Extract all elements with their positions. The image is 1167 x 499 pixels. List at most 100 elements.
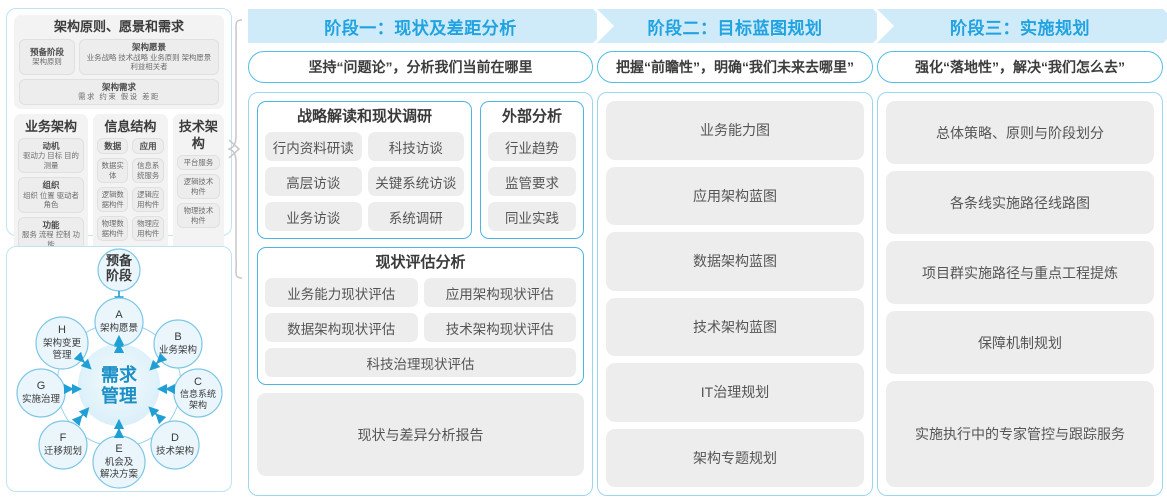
architecture-vision-cell: 架构愿景 业务战略 技术战略 业务原则 架构愿景 利益相关者 (79, 39, 219, 75)
cycle-node-d (150, 420, 200, 470)
implementation-item[interactable]: 各条线实施路径线路图 (886, 171, 1154, 234)
prep-vision-row: 预备阶段 架构原则 架构愿景 业务战略 技术战略 业务原则 架构愿景 利益相关者 (19, 39, 219, 75)
cycle-node-c-letter: C (194, 376, 202, 388)
phase-3-subtitle: 强化“落地性”，解决“我们怎么去” (877, 51, 1163, 83)
physical-technology-component-cell: 物理技术构件 (176, 203, 220, 228)
assessment-item[interactable]: 应用架构现状评估 (423, 278, 576, 307)
cycle-node-a-letter: A (115, 309, 123, 321)
organization-cell: 组织 组织 位置 驱动者 角色 (18, 177, 84, 213)
organization-head: 组织 (42, 180, 60, 190)
togaf-content-framework-panel: 架构原则、愿景和需求 预备阶段 架构原则 架构愿景 业务战略 技术战略 业务原则… (6, 8, 232, 307)
cycle-node-d-letter: D (171, 432, 179, 444)
phase-3-header: 阶段三：实施规划 (877, 9, 1167, 43)
cycle-node-e-letter: E (115, 443, 122, 455)
cycle-node-e-label2: 解决方案 (100, 468, 139, 480)
business-architecture-title: 业务架构 (24, 118, 77, 134)
logical-technology-component-sub: 逻辑技术构件 (183, 177, 214, 196)
physical-application-component-cell: 物理应用构件 (132, 216, 164, 241)
data-entity-cell: 数据实体 (97, 158, 129, 183)
business-architecture-pillar: 业务架构 动机 驱动力 目标 目的 测量 组织 组织 位置 驱动者 角色 功能 … (14, 113, 88, 257)
cycle-node-f-letter: F (60, 432, 67, 444)
cycle-node-b-label: 业务架构 (159, 344, 197, 356)
survey-item[interactable]: 科技访谈 (367, 132, 464, 161)
cycle-node-d-label: 技术架构 (156, 445, 194, 457)
motivation-cell: 动机 驱动力 目标 目的 测量 (18, 137, 84, 173)
gap-analysis-report-pill[interactable]: 现状与差异分析报告 (257, 393, 584, 476)
architecture-principles-group: 架构原则、愿景和需求 预备阶段 架构原则 架构愿景 业务战略 技术战略 业务原则… (14, 15, 224, 109)
information-system-service-sub: 信息系统服务 (137, 161, 160, 180)
phase-1-top-row: 战略解读和现状调研 行内资料研读 科技访谈 高层访谈 关键系统访谈 业务访谈 系… (257, 101, 584, 239)
organization-sub: 组织 位置 驱动者 角色 (23, 190, 79, 210)
survey-item[interactable]: 系统调研 (367, 202, 464, 231)
blueprint-item[interactable]: 业务能力图 (606, 101, 864, 160)
blueprint-item[interactable]: 应用架构蓝图 (606, 166, 864, 225)
external-analysis-title: 外部分析 (501, 108, 562, 125)
implementation-item[interactable]: 实施执行中的专家管控与跟踪服务 (886, 381, 1154, 487)
implementation-item[interactable]: 保障机制规划 (886, 311, 1154, 374)
cycle-spokes (63, 334, 176, 439)
blueprint-item[interactable]: 数据架构蓝图 (606, 232, 864, 291)
adm-cycle-panel: 预备 阶段 需求 管理 A 架构愿景 B 业务架构 C 信息系统 架构 D (6, 246, 232, 492)
phase-3-body: 总体策略、原则与阶段划分 各条线实施路径线路图 项目群实施路径与重点工程提炼 保… (877, 92, 1163, 496)
motivation-head: 动机 (42, 140, 60, 151)
cycle-node-a-label: 架构愿景 (100, 322, 138, 334)
current-state-assessment-title: 现状评估分析 (375, 254, 466, 271)
cycle-node-e-label1: 机会及 (105, 456, 134, 468)
implementation-item[interactable]: 总体策略、原则与阶段划分 (886, 101, 1154, 164)
phase-column-2: 阶段二：目标蓝图规划 把握“前瞻性”，明确“我们未来去哪里” 业务能力图 应用架… (597, 0, 890, 496)
logical-data-component-sub: 逻辑数据构件 (101, 190, 124, 209)
cycle-center-line1: 需求 (101, 364, 138, 385)
architecture-requirement-head: 架构需求 (101, 81, 136, 92)
external-analysis-box: 外部分析 行业趋势 监管要求 同业实践 (480, 101, 584, 239)
cycle-node-h-label2: 管理 (52, 349, 72, 361)
architecture-pillars-row: 业务架构 动机 驱动力 目标 目的 测量 组织 组织 位置 驱动者 角色 功能 … (14, 113, 224, 257)
preliminary-phase-cell: 预备阶段 架构原则 (19, 39, 75, 75)
function-sub: 服务 流程 控制 功能 (22, 230, 80, 249)
blueprint-item[interactable]: 架构专题规划 (606, 428, 864, 487)
left-reference-column: 架构原则、愿景和需求 预备阶段 架构原则 架构愿景 业务战略 技术战略 业务原则… (6, 8, 232, 492)
information-system-service-cell: 信息系统服务 (132, 158, 164, 183)
cycle-node-h-label1: 架构变更 (43, 337, 82, 349)
phase-1-body: 战略解读和现状调研 行内资料研读 科技访谈 高层访谈 关键系统访谈 业务访谈 系… (248, 92, 593, 496)
survey-item[interactable]: 关键系统访谈 (367, 167, 464, 196)
brace-connector-icon (228, 19, 243, 279)
cycle-node-f (38, 420, 88, 470)
cycle-node-b (153, 319, 203, 369)
preliminary-phase-sub: 架构原则 (32, 57, 62, 67)
preliminary-phase-head: 预备阶段 (29, 46, 64, 57)
implementation-item[interactable]: 项目群实施路径与重点工程提炼 (886, 241, 1154, 304)
external-item[interactable]: 监管要求 (488, 167, 576, 196)
assessment-items: 业务能力现状评估 应用架构现状评估 数据架构现状评估 技术架构现状评估 (265, 278, 576, 342)
assessment-item[interactable]: 业务能力现状评估 (265, 278, 418, 307)
logical-application-component-sub: 逻辑应用构件 (137, 190, 160, 209)
external-item[interactable]: 同业实践 (488, 202, 576, 231)
blueprint-item[interactable]: 技术架构蓝图 (606, 297, 864, 356)
technology-architecture-title: 技术架构 (178, 118, 218, 151)
assessment-item[interactable]: 数据架构现状评估 (265, 313, 418, 342)
survey-item[interactable]: 行内资料研读 (265, 132, 362, 161)
application-head: 应用 (139, 140, 157, 151)
phase-1-subtitle: 坚持“问题论”，分析我们当前在哪里 (248, 51, 593, 83)
survey-item[interactable]: 高层访谈 (265, 167, 362, 196)
external-item[interactable]: 行业趋势 (488, 132, 576, 161)
assessment-item[interactable]: 技术架构现状评估 (423, 313, 576, 342)
information-structure-title: 信息结构 (104, 118, 157, 134)
function-head: 功能 (42, 219, 60, 230)
blueprint-item[interactable]: IT治理规划 (606, 363, 864, 422)
external-analysis-items: 行业趋势 监管要求 同业实践 (488, 132, 576, 231)
platform-service-sub: 平台服务 (183, 157, 214, 167)
adm-cycle-diagram: 预备 阶段 需求 管理 A 架构愿景 B 业务架构 C 信息系统 架构 D (16, 248, 223, 489)
assessment-item-wide[interactable]: 科技治理现状评估 (265, 348, 576, 377)
architecture-vision-head: 架构愿景 (131, 42, 166, 52)
cycle-preliminary-line2: 阶段 (106, 268, 132, 283)
cycle-node-g (16, 368, 66, 418)
information-structure-columns: 数据 数据实体 逻辑数据构件 物理数据构件 (97, 137, 164, 241)
architecture-requirement-sub: 需求 约束 假设 差距 (78, 92, 160, 101)
physical-technology-component-sub: 物理技术构件 (183, 206, 214, 225)
motivation-sub: 驱动力 目标 目的 测量 (23, 151, 79, 170)
phase-2-subtitle: 把握“前瞻性”，明确“我们未来去哪里” (597, 51, 873, 83)
current-state-assessment-box: 现状评估分析 业务能力现状评估 应用架构现状评估 数据架构现状评估 技术架构现状… (257, 247, 584, 385)
phase-2-header: 阶段二：目标蓝图规划 (597, 9, 890, 43)
data-head-cell: 数据 (97, 137, 129, 154)
survey-item[interactable]: 业务访谈 (265, 202, 362, 231)
